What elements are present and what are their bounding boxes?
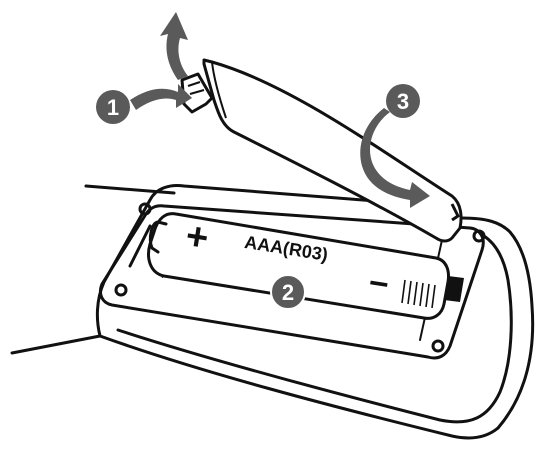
step-number-2: 2 [282,280,294,305]
aaa-battery: + AAA(R03) − [147,212,450,320]
screw-hole-icon [472,229,486,243]
step-number-3: 3 [397,89,409,114]
step-badge-3: 3 [386,84,420,118]
step-badge-2: 2 [270,274,306,310]
close-cover-arrow-icon [360,108,430,208]
screw-hole-icon [431,339,445,353]
screw-hole-icon [138,202,152,216]
battery-compartment [98,202,486,360]
battery-cover [180,58,463,243]
step-number-1: 1 [107,95,119,120]
step-badge-1: 1 [96,90,130,124]
remote-body [10,184,535,440]
lift-latch-arrow-icon [130,12,192,110]
screw-hole-icon [114,283,128,297]
battery-negative-end-hatching [401,279,436,309]
